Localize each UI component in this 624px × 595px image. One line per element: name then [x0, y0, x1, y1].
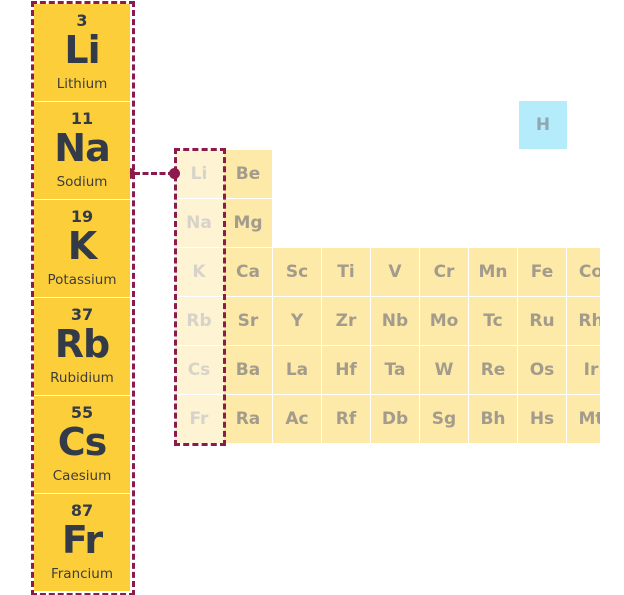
element-cell: K [175, 248, 223, 296]
element-cell: Sr [224, 297, 272, 345]
element-cell: Tc [469, 297, 517, 345]
element-cell-hydrogen: H [519, 101, 567, 149]
element-number: 37 [70, 305, 94, 324]
element-cell: Mg [224, 199, 272, 247]
element-cell: Os [518, 346, 566, 394]
element-symbol: Fr [61, 518, 103, 562]
element-cell: Cs [175, 346, 223, 394]
element-cell: Co [567, 248, 600, 296]
element-cell: Hs [518, 395, 566, 443]
element-symbol: Li [64, 28, 100, 72]
element-cell: Ir [567, 346, 600, 394]
element-cell: Be [224, 150, 272, 198]
element-symbol: K [67, 224, 97, 268]
element-cell: Rf [322, 395, 370, 443]
connector-line [134, 172, 174, 175]
connector-dot-right [169, 168, 180, 179]
element-name: Caesium [52, 468, 112, 484]
element-name: Francium [50, 566, 114, 582]
element-number: 55 [70, 403, 94, 422]
element-number: 3 [76, 11, 88, 30]
element-cell: W [420, 346, 468, 394]
group1-highlight-outline [174, 148, 226, 446]
element-symbol: Cs [57, 420, 108, 464]
element-cell: Li [175, 150, 223, 198]
group1-enlarged-outline [31, 1, 135, 595]
element-cell: Sg [420, 395, 468, 443]
element-cell: Db [371, 395, 419, 443]
element-name: Sodium [56, 174, 108, 190]
element-cell: Hf [322, 346, 370, 394]
element-cell: Ac [273, 395, 321, 443]
element-cell: La [273, 346, 321, 394]
element-cell: Ra [224, 395, 272, 443]
element-name: Rubidium [50, 370, 114, 386]
element-cell: Fr [175, 395, 223, 443]
element-name: Potassium [47, 272, 117, 288]
element-cell: Y [273, 297, 321, 345]
element-cell: Ba [224, 346, 272, 394]
element-number: 11 [70, 109, 94, 128]
element-cell: Mt [567, 395, 600, 443]
element-cell: Ti [322, 248, 370, 296]
element-cell: Zr [322, 297, 370, 345]
element-cell: Mo [420, 297, 468, 345]
element-cell: Na [175, 199, 223, 247]
element-number: 87 [70, 501, 94, 520]
element-number: 19 [70, 207, 94, 226]
element-cell: Nb [371, 297, 419, 345]
element-cell: Rh [567, 297, 600, 345]
element-name: Lithium [56, 76, 108, 92]
element-symbol: Rb [54, 322, 110, 366]
element-cell: Ca [224, 248, 272, 296]
element-symbol: Na [54, 126, 110, 170]
element-cell: Ta [371, 346, 419, 394]
element-cell: Mn [469, 248, 517, 296]
element-cell: Sc [273, 248, 321, 296]
element-cell: Cr [420, 248, 468, 296]
element-cell: Ru [518, 297, 566, 345]
element-cell: V [371, 248, 419, 296]
element-cell: Re [469, 346, 517, 394]
element-cell: Fe [518, 248, 566, 296]
element-cell: Bh [469, 395, 517, 443]
element-cell: Rb [175, 297, 223, 345]
